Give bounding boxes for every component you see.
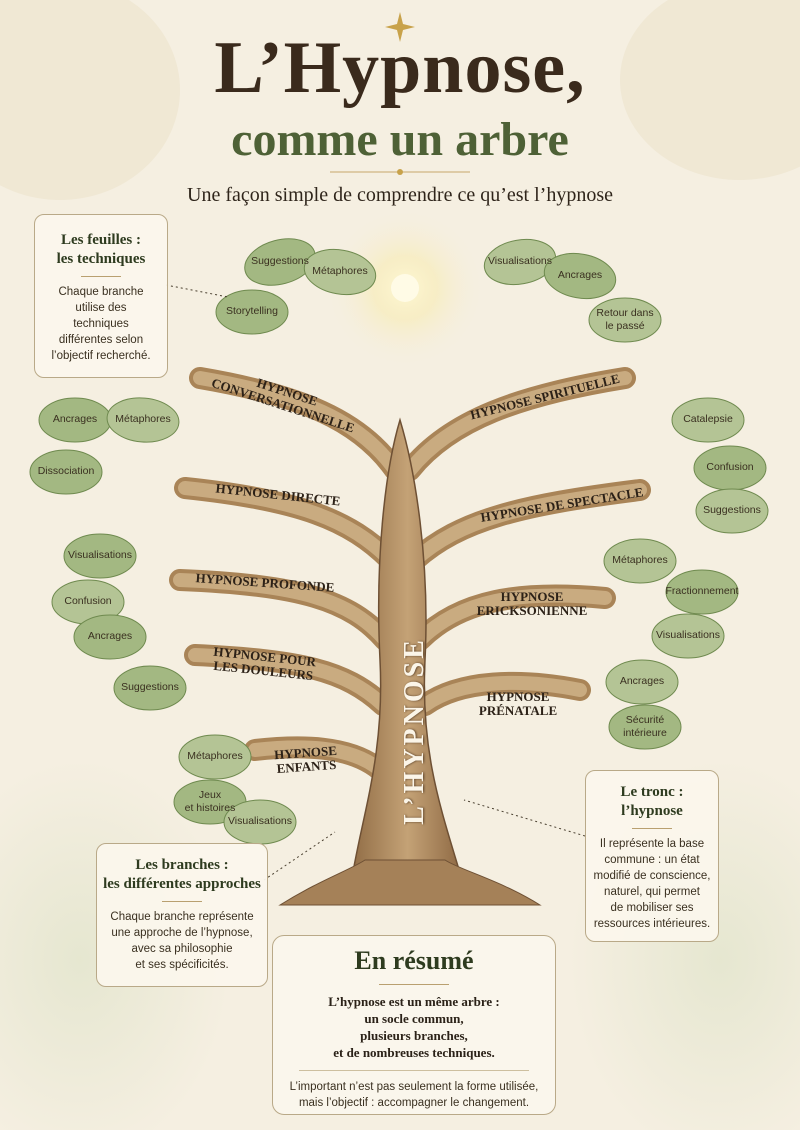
- summary-heading: En résumé: [354, 946, 474, 975]
- leaf-label: Retour dans le passé: [596, 307, 654, 332]
- leaf-5: [543, 252, 617, 300]
- callout-trunk: Le tronc : l’hypnose Il représente la ba…: [585, 770, 719, 942]
- leaf-10: [671, 397, 745, 443]
- callout-branches-title-1: Les branches :: [135, 857, 229, 873]
- leaf-21: [608, 704, 682, 750]
- leaf-1: [244, 238, 316, 286]
- callout-leaves: Les feuilles : les techniques Chaque bra…: [34, 214, 168, 378]
- callout-trunk-title-2: l’hypnose: [621, 803, 683, 819]
- leaf-label: Ancrages: [619, 675, 665, 687]
- branch-label: HYPNOSE ERICKSONIENNE: [476, 589, 588, 618]
- leaf-label: Visualisations: [487, 255, 552, 267]
- leaf-label: Ancrages: [52, 413, 98, 425]
- trunk-label: L’HYPNOSE: [399, 637, 430, 825]
- leaf-2: [303, 248, 377, 296]
- leaf-label: Métaphores: [115, 413, 171, 425]
- callout-branches-text: Chaque branche représente une approche d…: [110, 911, 254, 971]
- leaf-13: [63, 533, 137, 579]
- leaf-label: Visualisations: [67, 549, 132, 561]
- leaf-label: Suggestions: [251, 255, 309, 267]
- leaf-label: Jeux et histoires: [184, 789, 236, 814]
- summary-note-1: L’important n’est pas seulement la forme…: [289, 1081, 539, 1093]
- leaf-4: [483, 238, 557, 286]
- trunk: [349, 417, 466, 891]
- callout-branches: Les branches : les différentes approches…: [96, 843, 268, 987]
- leaf-label: Ancrages: [87, 630, 133, 642]
- summary-note-2: mais l’objectif : accompagner le changem…: [298, 1097, 530, 1109]
- leaf-label: Ancrages: [557, 269, 603, 281]
- leaf-16: [603, 538, 677, 584]
- leaf-label: Sécurité intérieure: [623, 714, 667, 739]
- callout-trunk-text: Il représente la base commune : un état …: [593, 838, 711, 930]
- summary-line-3: plusieurs branches,: [360, 1028, 468, 1043]
- callout-branches-title-2: les différentes approches: [103, 876, 261, 892]
- leaf-15: [73, 614, 147, 660]
- page-subtitle: comme un arbre: [231, 113, 569, 166]
- leaf-6: [588, 297, 662, 343]
- star-icon: [385, 12, 415, 42]
- leaf-label: Visualisations: [227, 815, 292, 827]
- leaf-22: [178, 734, 252, 780]
- summary-box: En résumé L’hypnose est un même arbre : …: [272, 935, 556, 1115]
- leaf-3: [215, 289, 289, 335]
- summary-line-1: L’hypnose est un même arbre :: [328, 994, 500, 1009]
- callout-trunk-title-1: Le tronc :: [620, 784, 684, 800]
- leaf-label: Storytelling: [226, 305, 278, 317]
- callout-leaves-title-2: les techniques: [56, 251, 146, 267]
- branch-label: HYPNOSE PRÉNATALE: [478, 689, 558, 718]
- leaf-label: Métaphores: [612, 554, 668, 566]
- leaf-label: Confusion: [64, 595, 112, 607]
- tagline: Une façon simple de comprendre ce qu’est…: [187, 184, 613, 206]
- leaf-17: [665, 569, 739, 615]
- summary-line-4: et de nombreuses techniques.: [333, 1045, 495, 1060]
- callout-leaves-text: Chaque branche utilise des techniques di…: [51, 286, 151, 362]
- leaf-12: [695, 488, 769, 534]
- leaf-label: Visualisations: [655, 629, 720, 641]
- leaf-9: [29, 449, 103, 495]
- leaf-label: Métaphores: [312, 265, 368, 277]
- leaf-label: Fractionnement: [665, 585, 739, 597]
- leaf-label: Métaphores: [187, 750, 243, 762]
- leaf-label: Suggestions: [703, 504, 761, 516]
- leaf-label: Dissociation: [37, 465, 95, 477]
- leaf-19: [113, 665, 187, 711]
- leaf-label: Suggestions: [121, 681, 179, 693]
- leaf-8: [106, 397, 180, 443]
- summary-line-2: un socle commun,: [364, 1011, 464, 1026]
- leaf-label: Catalepsie: [683, 413, 733, 425]
- page-title: L’Hypnose,: [214, 27, 586, 109]
- leaf-18: [651, 613, 725, 659]
- leaf-20: [605, 659, 679, 705]
- callout-leaves-title-1: Les feuilles :: [61, 232, 141, 248]
- leaf-label: Confusion: [706, 461, 754, 473]
